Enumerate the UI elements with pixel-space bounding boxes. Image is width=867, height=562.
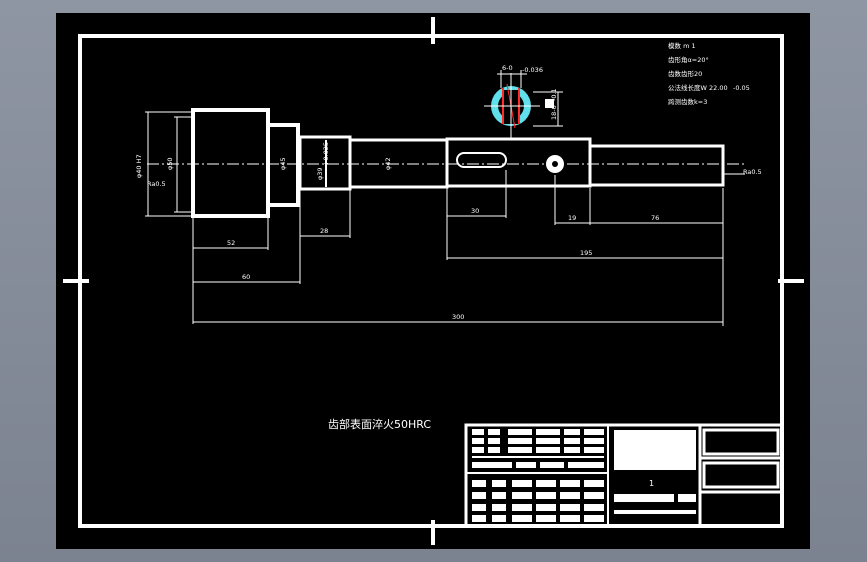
section-depth-label: 18-0 xyxy=(550,105,558,120)
note-teeth: 齿数齿形20 xyxy=(668,69,702,78)
dim-step: φ39 xyxy=(316,167,324,180)
dim-len-195: 195 xyxy=(580,249,592,257)
title-block-mark: 1 xyxy=(649,479,654,488)
dim-len-60: 60 xyxy=(242,273,250,281)
section-depth-sub: -0.1 xyxy=(550,88,558,101)
dim-len-52: 52 xyxy=(227,239,235,247)
dim-journal: φ45 xyxy=(279,157,287,170)
tech-notes: 模数 m 1 齿形角α=20° 齿数齿形20 公法线长度W 22.00 -0.0… xyxy=(668,41,750,106)
section-width-sub: -0.036 xyxy=(522,66,543,74)
note-pressure-angle: 齿形角α=20° xyxy=(668,55,709,64)
diameter-dimensions: φ40 H7 Ra0.5 φ50 φ45 φ39 +0.025 φ42 Ra0.… xyxy=(135,111,762,217)
dim-len-28: 28 xyxy=(320,227,328,235)
heat-treatment-note: 齿部表面淬火50HRC xyxy=(328,417,431,431)
title-block-scale: 1:1 xyxy=(681,496,691,504)
centering-marks xyxy=(63,17,804,545)
section-width-label: 6-0 xyxy=(502,64,513,72)
note-base-tangent: 公法线长度W 22.00 xyxy=(668,83,728,92)
dim-collar: φ50 xyxy=(166,157,174,170)
dim-len-19: 19 xyxy=(568,214,576,222)
dim-len-300: 300 xyxy=(452,313,464,321)
dim-len-30: 30 xyxy=(471,207,479,215)
drawing-sheet xyxy=(56,13,810,549)
title-name-cell xyxy=(702,428,780,456)
title-code-cell xyxy=(702,461,780,489)
dim-left-outer: φ40 H7 xyxy=(135,154,143,178)
dim-len-76: 76 xyxy=(651,214,659,222)
dim-ra-right: Ra0.5 xyxy=(743,168,762,176)
dim-ra-left: Ra0.5 xyxy=(147,180,166,188)
dim-step-tol: +0.025 xyxy=(322,142,330,166)
length-dimensions xyxy=(192,170,724,326)
title-block-cells xyxy=(472,429,696,522)
keyway-section-view: 6-0 -0.036 18-0 -0.1 xyxy=(484,64,563,139)
title-block xyxy=(464,423,784,528)
note-base-tangent-tol: -0.05 xyxy=(733,84,750,92)
shaft-main-view xyxy=(147,108,745,218)
length-dimension-labels: 52 28 60 30 19 76 195 300 xyxy=(227,207,659,321)
note-module: 模数 m 1 xyxy=(668,41,696,50)
dim-mid: φ42 xyxy=(384,157,392,170)
note-span-teeth: 跨测齿数k=3 xyxy=(668,97,707,106)
